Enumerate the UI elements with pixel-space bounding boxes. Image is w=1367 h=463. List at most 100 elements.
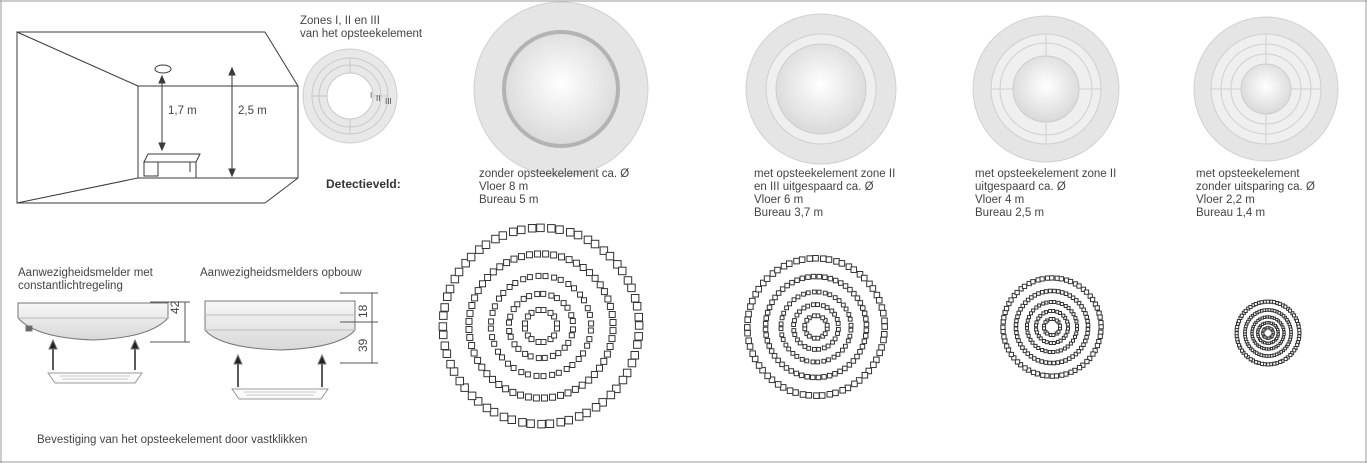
detection-segment	[518, 253, 525, 261]
detection-segment	[811, 302, 816, 308]
detection-segment	[563, 366, 570, 372]
detection-segment	[596, 364, 603, 372]
detection-segment	[443, 292, 452, 301]
detection-segment	[805, 303, 811, 309]
detection-segment	[484, 274, 492, 281]
detection-segment	[574, 412, 584, 421]
detection-segment	[811, 289, 817, 295]
detection-segment	[832, 295, 838, 301]
detection-segment	[1063, 291, 1069, 296]
detection-segment	[1004, 343, 1010, 349]
detection-segment	[826, 372, 833, 379]
detection-segment	[515, 345, 522, 352]
detection-segment	[573, 230, 583, 240]
detection-segment	[1073, 351, 1079, 357]
detection-segment	[1266, 362, 1271, 367]
detection-segment	[1052, 288, 1057, 294]
detection-segment	[850, 358, 857, 364]
detection-segment	[801, 291, 806, 297]
detection-segment	[747, 303, 754, 310]
detection-segment	[600, 288, 608, 296]
detection-segment	[791, 297, 797, 303]
variant-1-text: zonder opsteekelement ca. Ø Vloer 8 m Bu…	[479, 168, 629, 207]
detection-segment	[547, 309, 554, 316]
detection-segment	[634, 321, 644, 330]
detection-segment	[1251, 337, 1255, 341]
detection-segment	[1059, 302, 1064, 306]
detection-segment	[1276, 332, 1280, 336]
detection-segment	[496, 295, 502, 302]
detection-segment	[583, 235, 593, 245]
detection-segment	[766, 343, 772, 349]
detection-segment	[1263, 341, 1267, 345]
detection-segment	[863, 316, 869, 322]
detection-segment	[1056, 329, 1061, 334]
detection-segment	[1026, 333, 1031, 338]
detection-segment	[822, 331, 828, 337]
detection-segment	[1260, 361, 1265, 366]
detection-segment	[495, 381, 503, 388]
detection-segment	[564, 415, 573, 425]
detection-segment	[491, 340, 498, 347]
detection-segment	[506, 328, 513, 334]
detection-segment	[1253, 341, 1258, 345]
detection-segment	[1274, 352, 1279, 357]
detection-segment	[568, 332, 575, 339]
detection-segment	[1085, 327, 1091, 332]
detection-segment	[838, 280, 844, 286]
detection-segment	[465, 317, 473, 325]
detection-segment	[832, 371, 838, 377]
detection-segment	[1243, 329, 1247, 334]
detection-segment	[580, 350, 586, 357]
detection-segment	[786, 346, 792, 352]
detection-segment	[880, 336, 887, 344]
detection-segment	[804, 331, 810, 337]
detection-segment	[1277, 311, 1282, 315]
detection-segment	[1294, 318, 1299, 323]
detection-segment	[1048, 309, 1053, 313]
detection-segment	[454, 267, 464, 277]
detection-segment	[821, 345, 827, 351]
detection-segment	[860, 305, 866, 311]
detection-segment	[460, 383, 469, 392]
detection-segment	[1036, 346, 1041, 350]
detection-segment	[609, 327, 617, 335]
detection-segment	[1234, 331, 1239, 336]
detection-segment	[1070, 354, 1075, 359]
height-2-5-label: 2,5 m	[238, 105, 267, 117]
detection-segment	[1267, 347, 1271, 351]
detection-segment	[861, 310, 868, 317]
detection-segment	[535, 272, 542, 279]
detection-segment	[764, 337, 771, 344]
detection-segment	[832, 389, 839, 397]
detection-segment	[755, 362, 763, 369]
detection-segment	[1090, 296, 1096, 303]
detection-segment	[1051, 333, 1056, 337]
detection-segment	[590, 239, 600, 249]
detection-segment	[613, 260, 622, 269]
detection-segment	[1075, 327, 1079, 332]
detection-segment	[1287, 322, 1292, 327]
detection-segment	[764, 372, 771, 380]
detection-segment	[1087, 355, 1093, 362]
detection-segment	[815, 359, 821, 365]
detection-segment	[1056, 300, 1061, 305]
detection-segment	[1017, 362, 1024, 368]
zone-label-III: III	[385, 97, 392, 106]
detection-segment	[825, 256, 833, 263]
detection-segment	[1272, 361, 1277, 366]
detection-segment	[795, 294, 801, 300]
detection-segment	[518, 369, 525, 376]
detection-segment	[548, 292, 555, 299]
detection-segment	[1281, 314, 1286, 318]
detection-segment	[820, 333, 826, 339]
detection-segment	[1262, 328, 1266, 332]
dim-18: 18	[356, 304, 370, 318]
variant-2-text: met opsteekelement zone II en III uitges…	[754, 168, 895, 220]
detection-segment	[1032, 356, 1037, 361]
detection-segment	[824, 322, 830, 328]
detection-segment	[1246, 319, 1250, 324]
detection-segment	[1083, 338, 1088, 344]
detection-segment	[489, 407, 499, 417]
